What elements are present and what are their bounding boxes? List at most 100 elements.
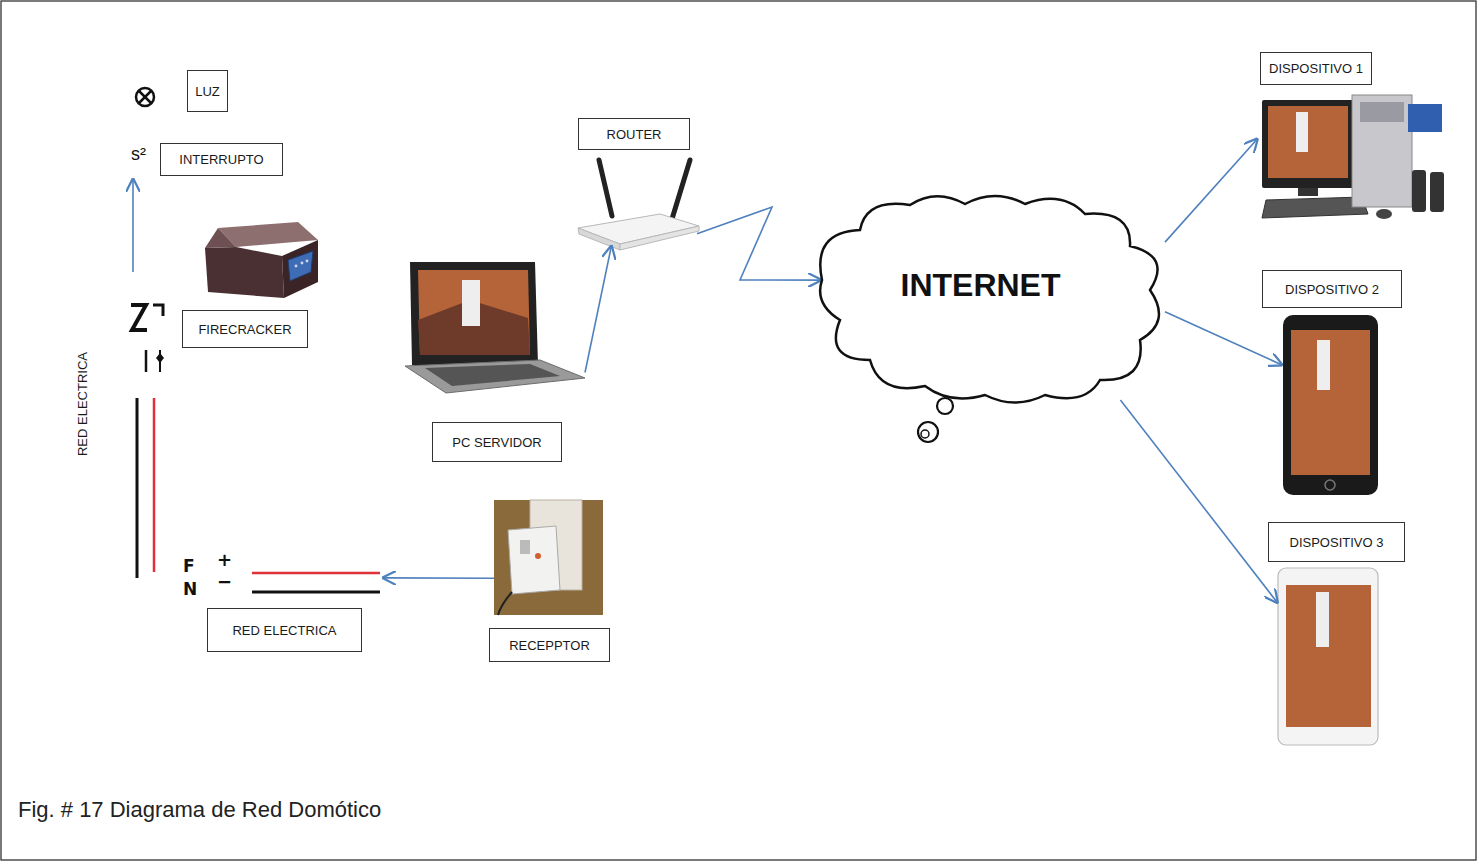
power-wires-part — [252, 591, 380, 594]
lamp-symbol — [136, 88, 154, 106]
node-label: LUZ — [195, 84, 220, 99]
firecracker-node: FIRECRACKER — [203, 222, 318, 302]
flow-arrow — [382, 577, 494, 579]
device-node: DISPOSITIVO 1 — [1258, 95, 1445, 222]
node-label: DISPOSITIVO 3 — [1268, 522, 1405, 562]
router-picture-part — [620, 226, 699, 250]
router-node: ROUTER — [575, 158, 697, 245]
desktop-pc-picture-part — [1360, 102, 1404, 122]
flow-arrow — [585, 245, 612, 373]
laptop-picture-part — [462, 280, 480, 326]
caption-holder: Fig. # 17 Diagrama de Red Domótico — [18, 797, 381, 823]
switch-feed-arrow — [133, 178, 134, 272]
polarity-mark: − — [217, 571, 232, 592]
polarity-mark-holder: + — [217, 549, 232, 570]
lamp-symbol-part — [136, 88, 154, 106]
phone-picture — [1283, 315, 1378, 495]
desktop-pc-picture-part — [1376, 209, 1392, 219]
tablet-picture-part — [1286, 585, 1371, 727]
device-node: DISPOSITIVO 2 — [1283, 315, 1378, 495]
firecracker-device-part — [205, 228, 236, 248]
laptop-picture-part — [425, 364, 560, 386]
cloud-bubbles-part — [921, 430, 929, 438]
firecracker-device-part — [218, 222, 318, 247]
power-grid-box: RED ELECTRICA — [75, 352, 108, 538]
node-label: INTERRUPTO — [179, 152, 263, 167]
firecracker-device-part — [306, 260, 309, 263]
cloud-bubbles-part — [937, 398, 953, 414]
phone-picture-part — [1283, 315, 1378, 495]
phone-picture-part — [1317, 340, 1330, 390]
neutral-mark-holder: N — [183, 579, 197, 599]
receiver-picture-part — [535, 553, 541, 559]
desktop-pc-picture — [1262, 95, 1444, 219]
plug-symbol — [131, 305, 164, 372]
cloud-bubbles — [918, 398, 953, 442]
node-label: RED ELECTRICA — [75, 352, 90, 456]
desktop-pc-picture-part — [1352, 95, 1412, 207]
receiver-picture-part — [498, 592, 512, 615]
power-line-node: RED ELECTRICA — [245, 565, 382, 598]
firecracker-device-part — [288, 251, 313, 281]
receiver-node: RECEPPTOR — [494, 500, 603, 615]
lamp-symbol-part — [139, 91, 151, 103]
lamp-label-box: LUZ — [187, 70, 228, 112]
cloud-bubbles-part — [918, 422, 938, 442]
desktop-pc-picture-part — [1298, 188, 1318, 196]
laptop-picture — [405, 262, 585, 393]
desktop-pc-picture-part — [1262, 100, 1354, 188]
tablet-picture-part — [1278, 568, 1378, 745]
desktop-pc-picture-part — [1430, 172, 1444, 212]
flow-arrow — [1120, 400, 1278, 603]
node-label: RECEPPTOR — [489, 628, 610, 662]
switch-feed-arrow-part — [132, 178, 134, 272]
plug-symbol-part — [153, 305, 163, 316]
phone-picture-part — [1291, 330, 1370, 475]
phone-picture-part — [1325, 480, 1335, 490]
internet-cloud: INTERNET — [822, 195, 1165, 400]
laptop-picture-part — [410, 262, 538, 365]
figure-caption: Fig. # 17 Diagrama de Red Domótico — [18, 797, 381, 822]
laptop-picture-part — [405, 360, 585, 393]
cloud-title: INTERNET — [901, 267, 1061, 304]
lamp-symbol-part — [139, 91, 151, 103]
router-picture-part — [578, 228, 620, 250]
firecracker-device-part — [295, 265, 298, 268]
laptop-picture-part — [418, 270, 530, 355]
flow-arrow — [1165, 138, 1258, 242]
receiver-picture-part — [520, 540, 530, 554]
flow-arrow — [697, 207, 822, 280]
desktop-pc-picture-part — [1408, 104, 1442, 132]
plug-symbol-part — [145, 350, 148, 372]
plug-symbol-part — [131, 305, 147, 330]
receiver-picture — [494, 500, 603, 615]
server-node: PC SERVIDOR — [408, 262, 585, 392]
desktop-pc-picture-part — [1268, 106, 1348, 178]
switch-symbol: s² — [131, 144, 146, 164]
desktop-pc-picture-part — [1296, 112, 1308, 152]
node-label: DISPOSITIVO 2 — [1262, 270, 1402, 308]
power-wires-part — [252, 572, 380, 575]
polarity-mark: + — [217, 549, 232, 570]
phase-mark: F — [183, 556, 195, 576]
firecracker-device-part — [205, 247, 284, 298]
router-picture-part — [672, 160, 690, 219]
switch-label-box: INTERRUPTO — [160, 143, 283, 176]
plug-symbol-part — [156, 353, 164, 363]
node-label: PC SERVIDOR — [432, 422, 562, 462]
node-label: RED ELECTRICA — [207, 608, 362, 652]
neutral-mark: N — [183, 579, 197, 599]
switch-symbol-holder: s² — [131, 144, 146, 165]
phase-mark-holder: F — [183, 556, 195, 576]
power-wires-part — [153, 398, 156, 572]
receiver-picture-part — [508, 526, 560, 594]
node-label: ROUTER — [578, 118, 690, 150]
receiver-picture-part — [494, 500, 603, 615]
power-wires-part — [136, 398, 139, 578]
polarity-mark-holder: − — [217, 571, 232, 592]
tablet-picture — [1278, 568, 1378, 745]
